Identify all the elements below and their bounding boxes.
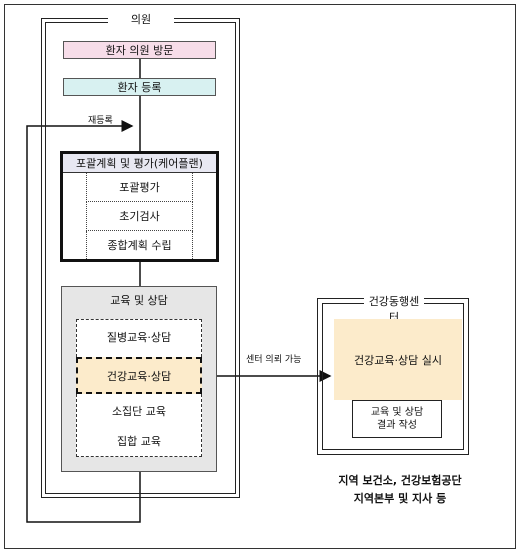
health-center-result-box: 교육 및 상담 결과 작성 xyxy=(352,400,442,438)
care-plan-item-plan: 종합계획 수립 xyxy=(86,231,193,259)
education-item-small-group: 소집단 교육 xyxy=(111,404,167,418)
care-plan-box xyxy=(60,151,219,262)
reregister-loop xyxy=(26,120,141,523)
clinic-title: 의원 xyxy=(108,12,174,28)
caption-line-1: 지역 보건소, 건강보험공단 xyxy=(338,474,462,487)
outer-frame xyxy=(4,4,516,549)
reregister-label: 재등록 xyxy=(88,116,113,126)
care-plan-item-assessment: 포괄평가 xyxy=(86,173,193,202)
referral-label: 센터 의뢰 가능 xyxy=(246,355,302,365)
patient-visit-box: 환자 의원 방문 xyxy=(63,41,216,59)
education-item-health: 건강교육·상담 xyxy=(76,357,202,394)
education-item-disease: 질병교육·상담 xyxy=(106,330,172,344)
caption-line-2: 지역본부 및 지사 등 xyxy=(353,492,447,505)
health-center-execute-box: 건강교육·상담 실시 xyxy=(334,319,462,400)
health-center-caption: 지역 보건소, 건강보험공단 지역본부 및 지사 등 xyxy=(320,472,480,508)
patient-register-box: 환자 등록 xyxy=(63,78,216,96)
health-center-title: 건강동행센터 xyxy=(364,294,424,324)
care-plan-title: 포괄계획 및 평가(케어플랜) xyxy=(63,154,216,173)
education-title: 교육 및 상담 xyxy=(110,294,168,307)
health-center-result-text: 교육 및 상담 결과 작성 xyxy=(370,407,424,431)
care-plan-item-initial-exam: 초기검사 xyxy=(86,202,193,231)
education-item-group: 집합 교육 xyxy=(117,434,161,448)
